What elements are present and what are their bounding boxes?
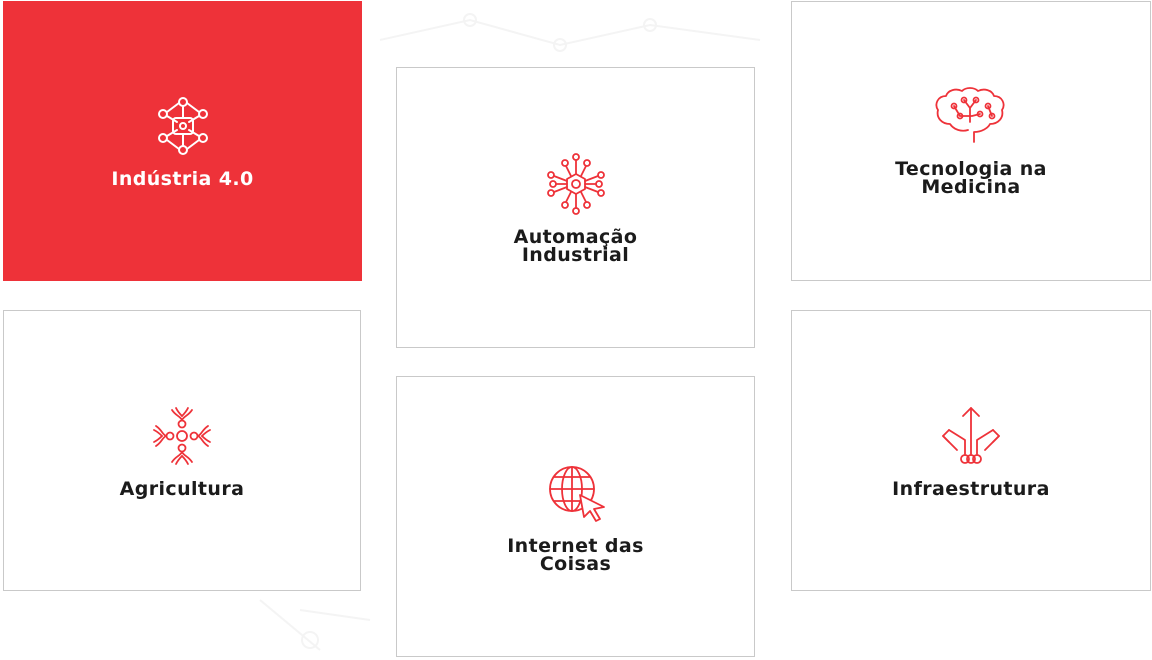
card-internet-das-coisas[interactable]: Internet das Coisas — [396, 376, 755, 657]
card-automacao-industrial[interactable]: Automação Industrial — [396, 67, 755, 348]
card-label: Internet das Coisas — [507, 534, 644, 575]
card-infraestrutura[interactable]: Infraestrutura — [791, 310, 1151, 591]
card-label: Indústria 4.0 — [111, 168, 254, 190]
chip-circuit-icon — [544, 152, 608, 216]
card-label: Tecnologia na Medicina — [895, 158, 1047, 198]
card-agricultura[interactable]: Agricultura — [3, 310, 361, 591]
card-label: Agricultura — [119, 477, 245, 500]
card-industria-4-0[interactable]: Indústria 4.0 — [3, 1, 362, 281]
card-tecnologia-na-medicina[interactable]: Tecnologia na Medicina — [791, 1, 1151, 281]
brain-circuit-icon — [930, 86, 1012, 148]
globe-cursor-icon — [544, 461, 608, 525]
card-label: Automação Industrial — [513, 225, 638, 266]
card-label: Infraestrutura — [892, 477, 1050, 500]
molecule-icon — [151, 94, 215, 158]
branching-arrows-icon — [939, 404, 1003, 468]
sprout-ring-icon — [150, 404, 214, 468]
